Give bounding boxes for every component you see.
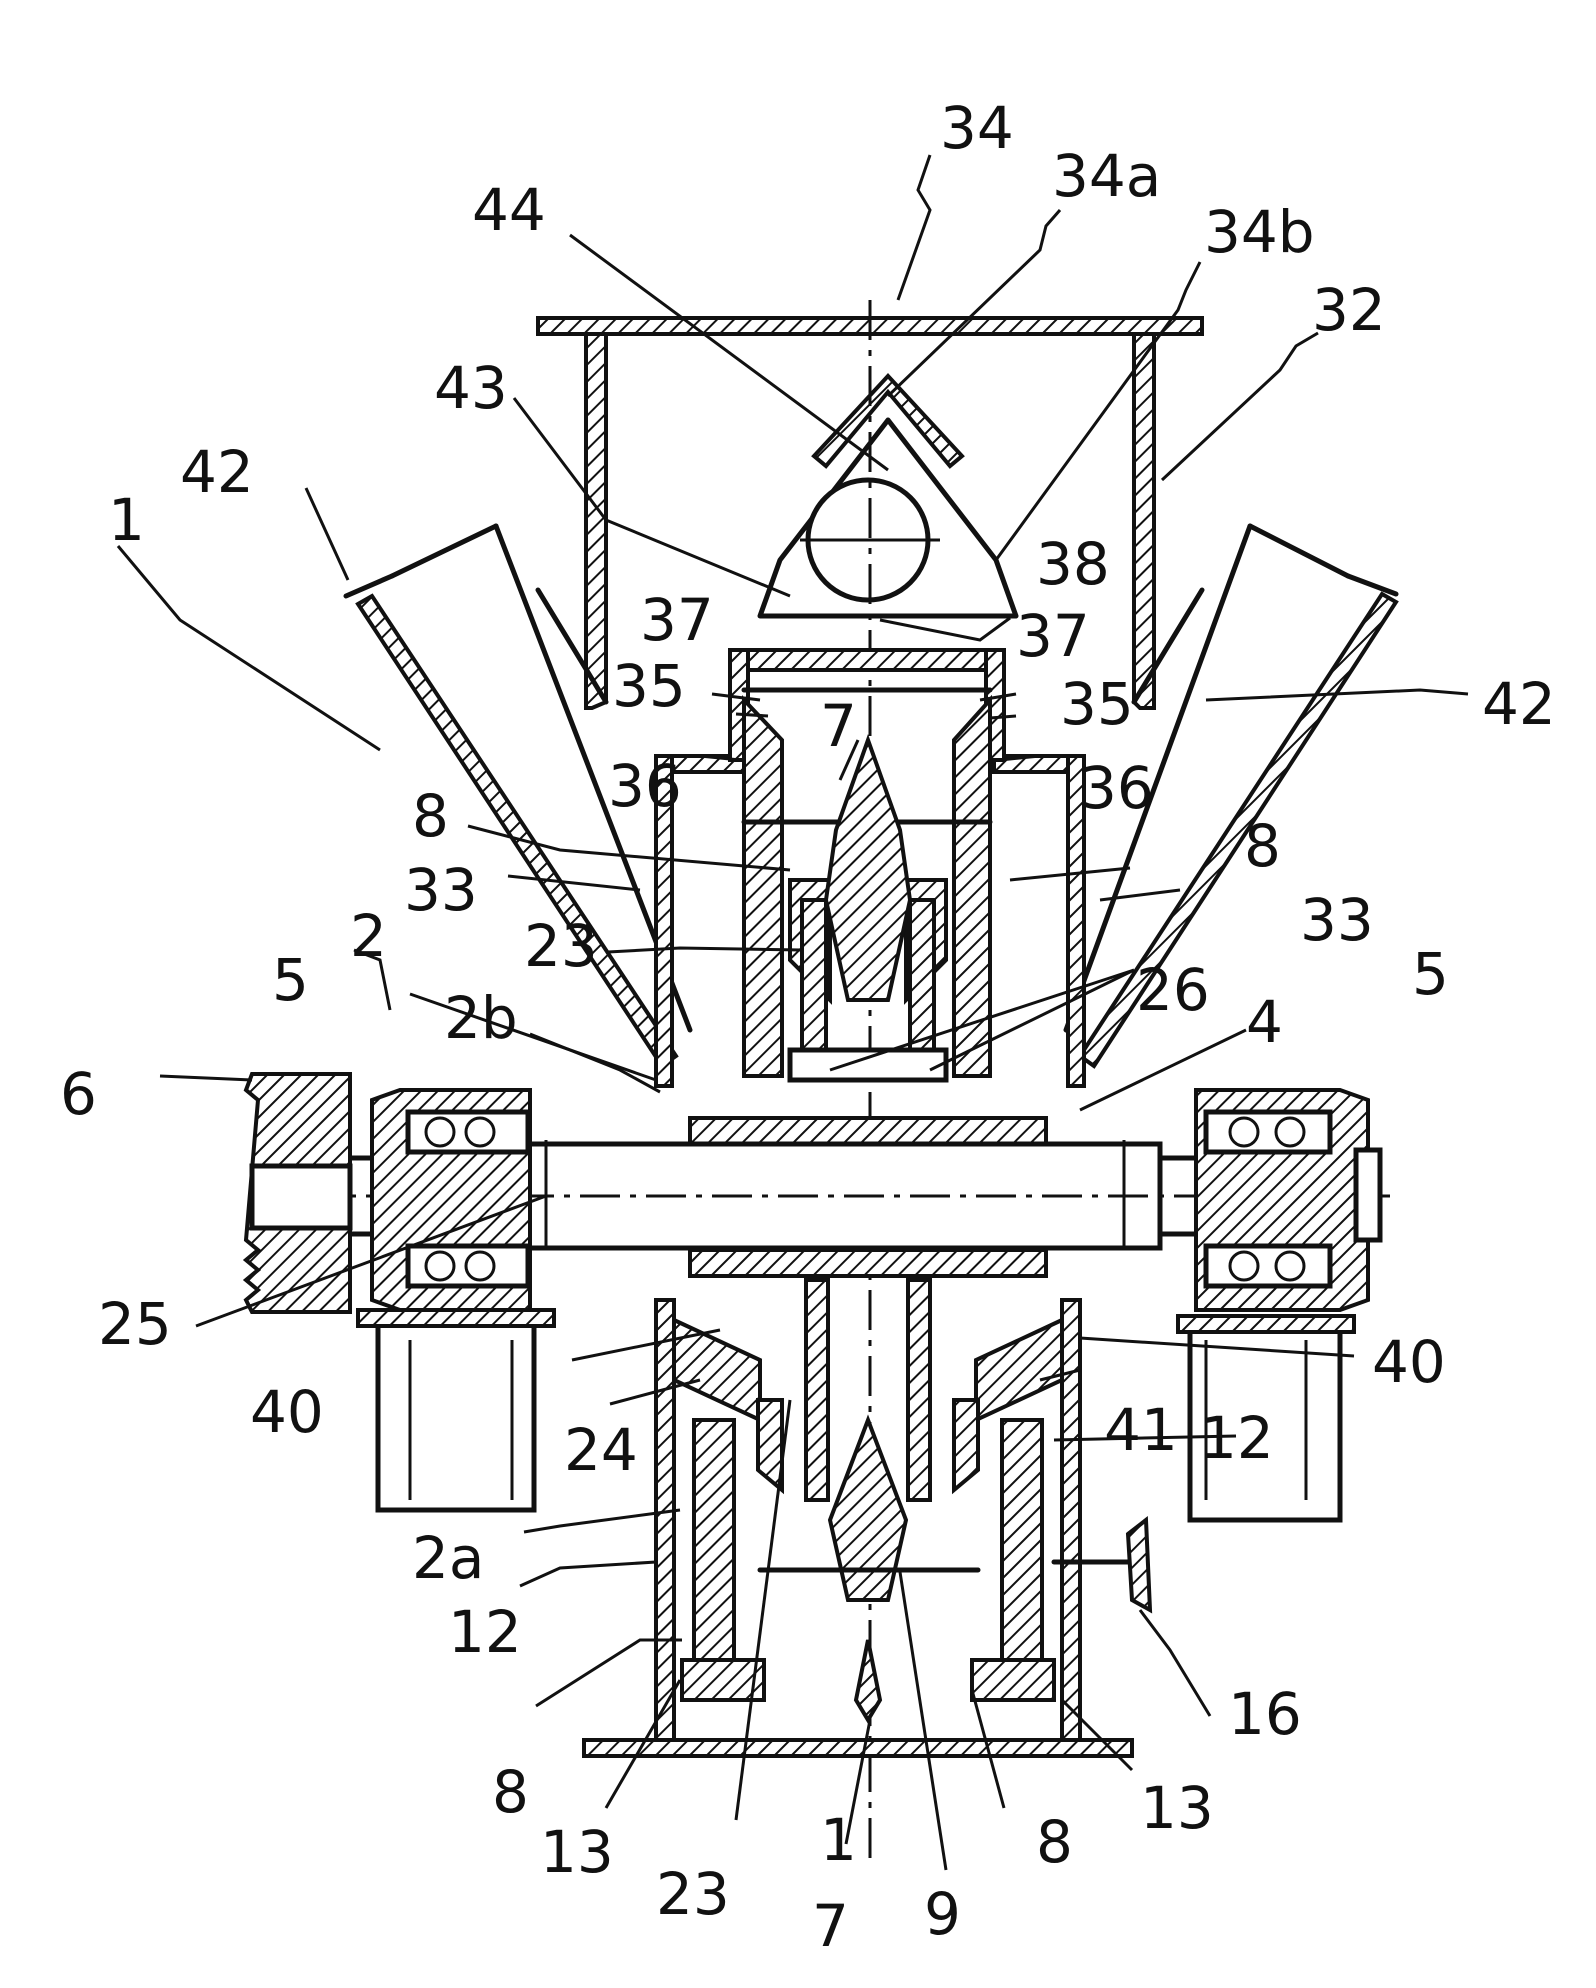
label-12-right: 12 [1200, 1404, 1274, 1472]
label-25: 25 [98, 1290, 172, 1358]
label-37-left: 37 [640, 586, 714, 654]
label-33-left: 33 [404, 856, 478, 924]
label-32: 32 [1312, 276, 1386, 344]
upper-grinder [744, 700, 990, 1080]
label-2a: 2a [412, 1524, 484, 1592]
label-1-top: 1 [108, 486, 145, 554]
label-13-right: 13 [1140, 1774, 1214, 1842]
label-38: 38 [1036, 530, 1110, 598]
label-37-right: 37 [1016, 602, 1090, 670]
label-5-left: 5 [272, 946, 309, 1014]
label-7-lower: 7 [812, 1892, 849, 1960]
lower-casing [584, 1280, 1132, 1756]
label-8-upper-left: 8 [412, 782, 449, 850]
label-36-right: 36 [1080, 754, 1154, 822]
label-33-right: 33 [1300, 886, 1374, 954]
label-1-bottom: 1 [820, 1806, 857, 1874]
label-7-upper: 7 [820, 692, 857, 760]
label-35-right: 35 [1060, 670, 1134, 738]
label-35-left: 35 [612, 652, 686, 720]
label-36-left: 36 [608, 752, 682, 820]
label-44: 44 [472, 176, 546, 244]
left-leg [358, 1310, 554, 1510]
label-34-top: 34 [940, 94, 1014, 162]
label-42-left: 42 [180, 438, 254, 506]
label-26: 26 [1136, 956, 1210, 1024]
label-23-upper: 23 [524, 912, 598, 980]
label-23-lower: 23 [656, 1860, 730, 1928]
label-8-lower-left: 8 [492, 1758, 529, 1826]
label-16: 16 [1228, 1680, 1302, 1748]
label-42-right: 42 [1482, 670, 1556, 738]
label-2b: 2b [444, 984, 518, 1052]
right-bearing-housing [1196, 1090, 1380, 1310]
label-24: 24 [564, 1416, 638, 1484]
label-40-left: 40 [250, 1378, 324, 1446]
label-6: 6 [60, 1060, 97, 1128]
label-41: 41 [1104, 1396, 1178, 1464]
label-5-right: 5 [1412, 940, 1449, 1008]
label-9: 9 [924, 1880, 961, 1948]
label-4: 4 [1246, 988, 1283, 1056]
label-8-lower-right: 8 [1036, 1808, 1073, 1876]
label-43: 43 [434, 354, 508, 422]
left-bearing-housing [372, 1090, 530, 1310]
label-34a: 34a [1052, 142, 1161, 210]
label-40-right: 40 [1372, 1328, 1446, 1396]
pulley [246, 1074, 350, 1312]
label-8-upper-right: 8 [1244, 812, 1281, 880]
label-12-left: 12 [448, 1598, 522, 1666]
label-34b: 34b [1204, 198, 1315, 266]
label-13-left: 13 [540, 1818, 614, 1886]
label-2: 2 [350, 902, 387, 970]
